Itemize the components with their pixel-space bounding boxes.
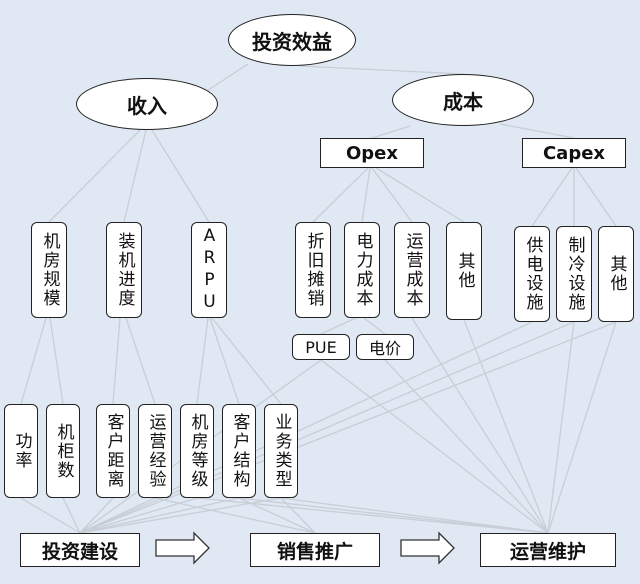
connector-line [299, 65, 464, 75]
stage-arrow-1 [155, 531, 210, 565]
connector-line [123, 129, 147, 223]
connector-line [547, 321, 575, 534]
connector-line [384, 359, 549, 534]
stage-arrow-2 [400, 531, 455, 565]
connector-line [79, 497, 114, 534]
connector-line [79, 497, 282, 534]
cost-node: 成本 [392, 74, 534, 126]
connector-line [20, 317, 47, 405]
base-factor-customer-distance: 客户距离 [96, 404, 130, 498]
connector-line [280, 497, 549, 534]
revenue-factor-install-progress: 装机进度 [106, 222, 142, 318]
base-factor-power: 功率 [4, 404, 38, 498]
connector-line [312, 167, 369, 223]
stage-sales-promotion: 销售推广 [250, 533, 380, 567]
connector-line [79, 497, 240, 534]
connector-line [361, 167, 371, 223]
connector-line [20, 497, 81, 534]
base-factor-room-grade: 机房等级 [180, 404, 214, 498]
investment-benefit-node: 投资效益 [228, 14, 356, 66]
pue-node: PUE [292, 334, 350, 360]
connector-line [463, 319, 549, 534]
revenue-factor-room-scale: 机房规模 [31, 222, 67, 318]
connector-line [112, 317, 121, 405]
capex-factor-other: 其他 [598, 226, 634, 322]
connector-line [196, 317, 209, 405]
base-factor-rack-count: 机柜数 [46, 404, 80, 498]
revenue-factor-arpu: ARPU [191, 222, 227, 318]
connector-line [79, 497, 198, 534]
base-factor-ops-experience: 运营经验 [138, 404, 172, 498]
base-factor-customer-structure: 客户结构 [222, 404, 256, 498]
connector-line [320, 359, 549, 534]
connector-line [125, 317, 156, 405]
connector-line [371, 125, 411, 139]
connector-line [238, 497, 549, 534]
connector-line [79, 321, 617, 534]
stage-operation-maintenance: 运营维护 [480, 533, 616, 567]
connector-line [196, 497, 549, 534]
connector-line [499, 123, 575, 139]
connector-line [62, 497, 81, 534]
connector-line [375, 167, 465, 223]
connector-line [411, 317, 549, 534]
capex-factor-cooling-facility: 制冷设施 [556, 226, 592, 322]
connector-line [320, 317, 357, 335]
opex-factor-operating-cost: 运营成本 [394, 222, 430, 318]
connector-line [575, 167, 617, 227]
electricity-price-node: 电价 [356, 334, 414, 360]
connector-line [151, 129, 210, 223]
connector-line [154, 497, 316, 534]
capex-factor-power-facility: 供电设施 [514, 226, 550, 322]
opex-factor-power-cost: 电力成本 [344, 222, 380, 318]
connector-line [48, 129, 141, 223]
connector-line [547, 321, 617, 534]
connector-line [371, 167, 413, 223]
connector-line [49, 317, 64, 405]
connector-line [211, 317, 282, 405]
capex-node: Capex [522, 138, 626, 168]
base-factor-business-type: 业务类型 [264, 404, 298, 498]
revenue-node: 收入 [76, 78, 218, 130]
connector-line [531, 167, 573, 227]
connector-line [363, 317, 386, 335]
opex-factor-depreciation: 折旧摊销 [295, 222, 331, 318]
stage-investment-construction: 投资建设 [20, 533, 140, 567]
connector-line [209, 317, 240, 405]
opex-factor-other: 其他 [446, 222, 482, 320]
opex-node: Opex [320, 138, 424, 168]
